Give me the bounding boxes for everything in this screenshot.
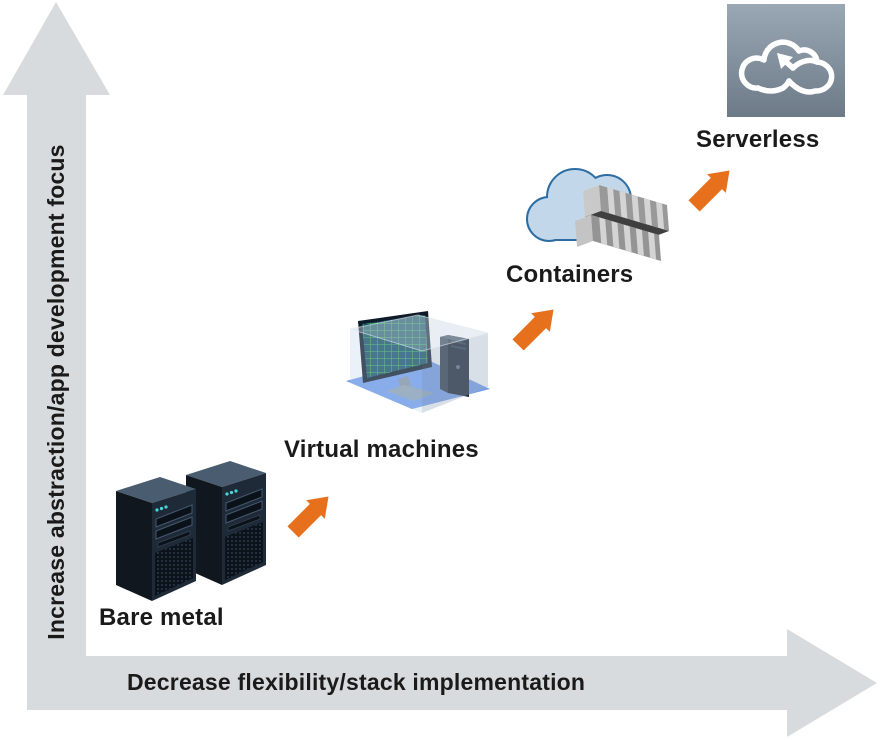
stage-label-serverless: Serverless xyxy=(696,126,820,153)
cloud-containers-icon xyxy=(526,168,669,261)
stage-label-virtual-machines: Virtual machines xyxy=(284,436,479,463)
x-axis-arrow xyxy=(27,629,877,737)
virtual-machine-icon xyxy=(346,311,490,413)
step-arrow-icon xyxy=(512,309,554,351)
server-towers-icon xyxy=(116,460,266,601)
y-axis-arrow xyxy=(3,2,110,710)
stage-label-bare-metal: Bare metal xyxy=(99,604,224,631)
step-arrow-icon xyxy=(688,170,730,212)
serverless-cloud-icon xyxy=(727,4,845,117)
stage-label-containers: Containers xyxy=(506,261,634,288)
x-axis-label: Decrease flexibility/stack implementatio… xyxy=(127,669,586,695)
step-arrow-icon xyxy=(287,496,329,538)
y-axis-label: Increase abstraction/app development foc… xyxy=(43,144,69,640)
